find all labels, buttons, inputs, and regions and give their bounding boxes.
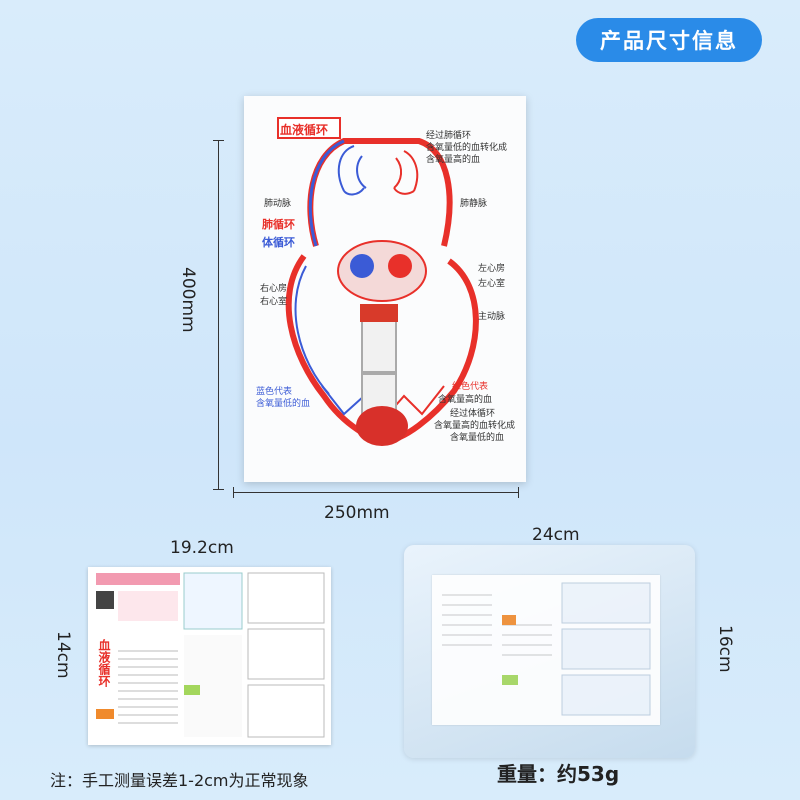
bag-height-label: 16cm bbox=[715, 625, 735, 673]
label-pulmonary-circulation: 肺循环 bbox=[262, 218, 295, 231]
width-dimension-line bbox=[233, 492, 519, 493]
board-width-label: 250mm bbox=[324, 503, 390, 523]
bag-width-label: 24cm bbox=[532, 525, 580, 545]
packaged-card-art bbox=[442, 582, 651, 716]
card-title: 血液循环 bbox=[97, 639, 111, 687]
label-right-ventricle: 右心室 bbox=[260, 297, 288, 307]
packaged-instruction-card bbox=[432, 575, 660, 725]
height-dimension-line bbox=[218, 140, 219, 490]
label-blue-note-2: 含氧量低的血 bbox=[256, 399, 311, 409]
lung-vessels-left bbox=[337, 145, 367, 196]
label-left-atrium: 左心房 bbox=[478, 264, 506, 274]
lung-vessels-right bbox=[393, 150, 419, 195]
label-systemic-note-3: 含氧量低的血 bbox=[450, 433, 505, 443]
label-pulmonary-note-3: 含氧量高的血 bbox=[426, 155, 481, 165]
label-aorta: 主动脉 bbox=[478, 312, 506, 322]
label-systemic-note-2: 含氧量高的血转化成 bbox=[434, 421, 516, 431]
measurement-error-note: 注：手工测量误差1-2cm为正常现象 bbox=[50, 771, 309, 790]
label-pulmonary-note-1: 经过肺循环 bbox=[426, 131, 472, 141]
instruction-card-art bbox=[96, 572, 325, 738]
height-dimension-tick-bottom bbox=[213, 489, 224, 490]
label-left-ventricle: 左心室 bbox=[478, 279, 506, 289]
product-size-badge: 产品尺寸信息 bbox=[576, 18, 762, 62]
width-dimension-tick-left bbox=[233, 487, 234, 498]
label-pulmonary-vein: 肺静脉 bbox=[460, 199, 488, 209]
width-dimension-tick-right bbox=[518, 487, 519, 498]
card-width-label: 19.2cm bbox=[170, 538, 234, 558]
label-red-note-1: 红色代表 bbox=[452, 382, 489, 392]
packaging-bag bbox=[404, 545, 695, 758]
circulation-diagram bbox=[277, 117, 479, 446]
label-systemic-note-1: 经过体循环 bbox=[450, 409, 496, 419]
label-right-atrium: 右心房 bbox=[260, 284, 288, 294]
board-title: 血液循环 bbox=[280, 123, 329, 137]
instruction-card: 血液循环 bbox=[88, 567, 331, 745]
card-height-label: 14cm bbox=[53, 631, 73, 679]
height-dimension-tick-top bbox=[213, 140, 224, 141]
board-height-label: 400mm bbox=[178, 267, 198, 333]
label-blue-note-1: 蓝色代表 bbox=[256, 387, 293, 397]
label-red-note-2: 含氧量高的血 bbox=[438, 395, 493, 405]
label-pulmonary-note-2: 含氧量低的血转化成 bbox=[426, 143, 508, 153]
circulation-model-board: 血液循环 经过肺循环 含氧量低的血转化成 含氧量高的血 肺动脉 肺静脉 肺循环 … bbox=[244, 96, 526, 482]
label-pulmonary-artery: 肺动脉 bbox=[264, 199, 292, 209]
product-weight: 重量：约53g bbox=[497, 762, 620, 786]
label-systemic-circulation: 体循环 bbox=[262, 236, 295, 249]
